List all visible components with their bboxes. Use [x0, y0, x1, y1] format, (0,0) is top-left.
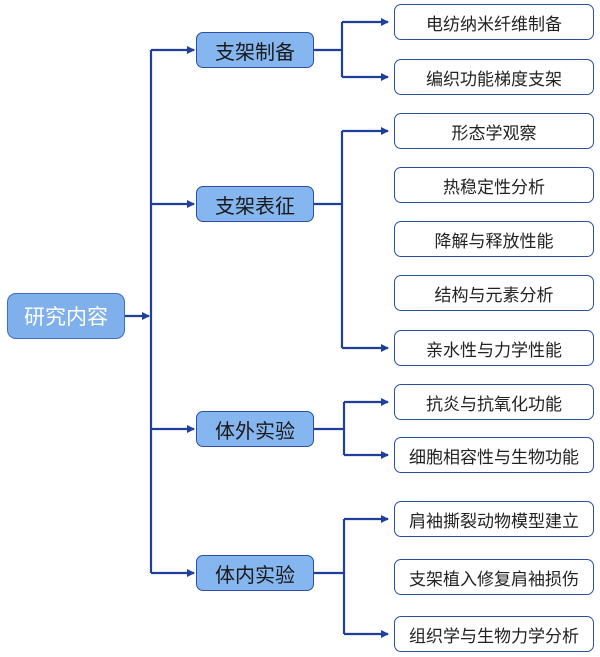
leaf-node: 结构与元素分析: [394, 275, 594, 311]
leaf-node: 编织功能梯度支架: [394, 59, 594, 95]
branch-node-in-vitro: 体外实验: [196, 411, 314, 447]
leaf-node: 形态学观察: [394, 113, 594, 149]
leaf-label: 细胞相容性与生物功能: [409, 447, 579, 468]
leaf-label: 组织学与生物力学分析: [409, 626, 579, 647]
leaf-label: 编织功能梯度支架: [426, 69, 562, 90]
leaf-label: 抗炎与抗氧化功能: [426, 394, 562, 415]
branch-label: 体外实验: [215, 418, 295, 443]
leaf-node: 降解与释放性能: [394, 221, 594, 257]
leaf-node: 热稳定性分析: [394, 167, 594, 203]
leaf-node: 肩袖撕裂动物模型建立: [394, 501, 594, 537]
leaf-label: 电纺纳米纤维制备: [426, 14, 562, 35]
leaf-label: 形态学观察: [451, 123, 537, 144]
branch-node-scaffold-characterization: 支架表征: [196, 186, 314, 222]
leaf-label: 结构与元素分析: [434, 285, 554, 306]
leaf-node: 抗炎与抗氧化功能: [394, 384, 594, 420]
leaf-label: 热稳定性分析: [443, 177, 545, 198]
leaf-label: 支架植入修复肩袖损伤: [409, 569, 579, 590]
branch-label: 体内实验: [215, 562, 295, 587]
leaf-label: 降解与释放性能: [434, 231, 554, 252]
leaf-node: 电纺纳米纤维制备: [394, 4, 594, 40]
branch-node-scaffold-preparation: 支架制备: [196, 32, 314, 68]
leaf-node: 细胞相容性与生物功能: [394, 437, 594, 473]
branch-label: 支架表征: [215, 193, 295, 218]
leaf-node: 组织学与生物力学分析: [394, 616, 594, 652]
branch-label: 支架制备: [215, 39, 295, 64]
root-node: 研究内容: [7, 293, 125, 339]
leaf-label: 肩袖撕裂动物模型建立: [409, 511, 579, 532]
leaf-node: 亲水性与力学性能: [394, 330, 594, 366]
leaf-node: 支架植入修复肩袖损伤: [394, 559, 594, 595]
root-label: 研究内容: [24, 305, 108, 329]
leaf-label: 亲水性与力学性能: [426, 340, 562, 361]
branch-node-in-vivo: 体内实验: [196, 555, 314, 591]
